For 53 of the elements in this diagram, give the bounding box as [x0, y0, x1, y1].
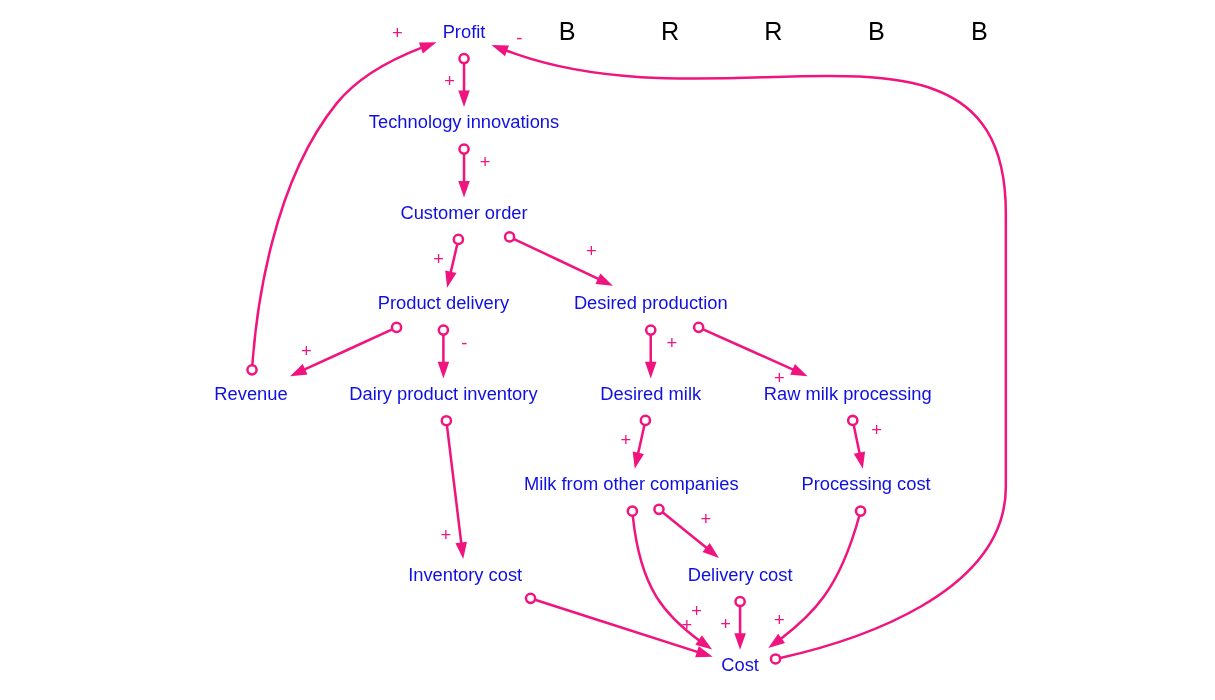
label: B: [971, 16, 988, 45]
node-text: Milk from other companies: [523, 473, 739, 495]
arrow: [246, 42, 437, 376]
edge-label: +: [871, 418, 882, 440]
node-text: Processing cost: [801, 473, 931, 495]
node-text: Desired milk: [600, 382, 702, 404]
arrow: [437, 324, 450, 379]
edge-label: +: [720, 612, 731, 634]
edge-label: +: [392, 21, 403, 43]
arrow: [491, 45, 1008, 665]
node-text: Dairy product inventory: [349, 382, 538, 404]
arrow: [503, 231, 613, 286]
arrow: [290, 321, 403, 377]
edge-label: +: [300, 340, 312, 362]
arrow: [632, 414, 652, 469]
arrow: [768, 505, 867, 649]
node-text: Inventory cost: [408, 563, 523, 585]
label: R: [661, 16, 680, 45]
edge-label: -: [516, 27, 523, 49]
edge-label: +: [691, 600, 702, 622]
node-text: Profit: [442, 20, 486, 42]
arrow: [734, 595, 746, 650]
arrow: [458, 143, 470, 198]
arrow: [626, 505, 713, 650]
edge-label: +: [444, 69, 455, 91]
label: R: [764, 16, 783, 45]
node-text: Cost: [721, 654, 759, 676]
node-text: Technology innovations: [368, 111, 560, 133]
edge-label: -: [461, 331, 468, 353]
edge-label: +: [585, 239, 597, 261]
edge-label: +: [700, 507, 712, 529]
edge-label: +: [666, 331, 678, 353]
arrow: [846, 414, 866, 469]
arrow: [445, 233, 465, 288]
edge-label: +: [479, 150, 491, 172]
arrow: [524, 592, 713, 658]
node-text: Product delivery: [377, 292, 510, 314]
arrow: [653, 503, 719, 558]
arrow: [458, 52, 470, 107]
label: B: [867, 16, 885, 45]
node-text: Delivery cost: [687, 563, 793, 585]
label: B: [558, 16, 576, 45]
arrow: [440, 414, 467, 559]
node-text: Customer order: [400, 201, 528, 223]
edge-label: +: [774, 609, 785, 631]
edge-label: +: [440, 523, 452, 545]
node-text: Revenue: [214, 382, 288, 404]
arrow: [692, 321, 808, 377]
edge-label: +: [681, 613, 693, 635]
edge-label: +: [433, 248, 444, 270]
node-text: Desired production: [573, 292, 728, 314]
edge-label: +: [620, 429, 632, 451]
arrow: [644, 324, 657, 379]
